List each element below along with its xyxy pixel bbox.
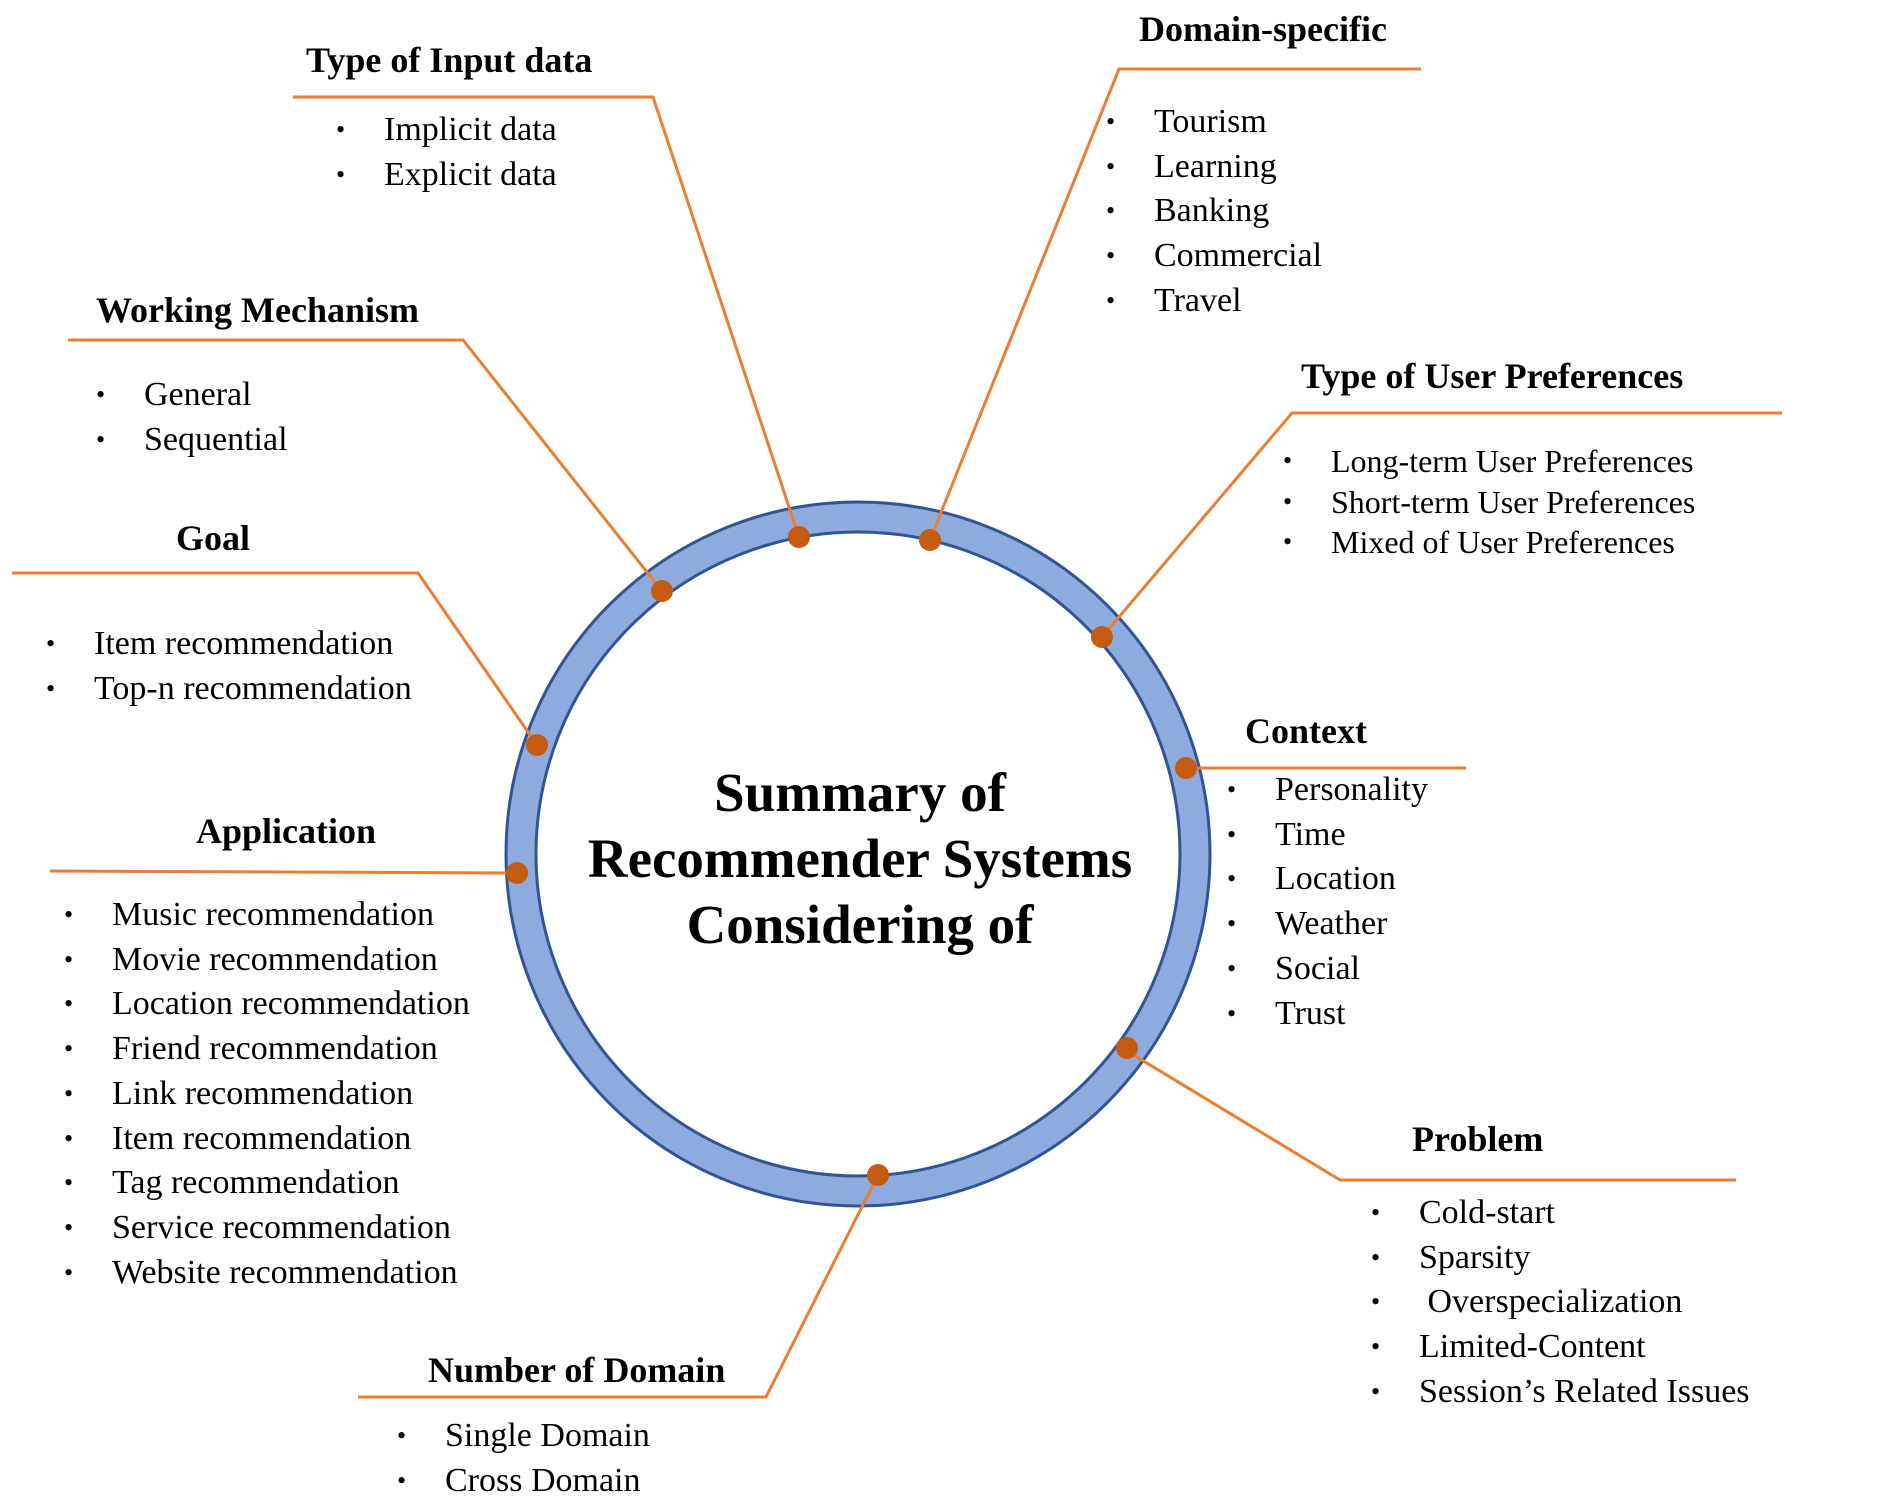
connector-input-data (293, 95, 801, 538)
ring-inner (534, 530, 1182, 1178)
connector-goal (12, 571, 539, 746)
number-of-domain-heading: Number of Domain (428, 1350, 726, 1390)
list-item: Overspecialization (1371, 1280, 1750, 1325)
input-data-list: Implicit data Explicit data (336, 108, 557, 197)
connector-preferences (1100, 411, 1782, 638)
list-item: Session’s Related Issues (1371, 1370, 1750, 1415)
list-item: Link recommendation (64, 1072, 470, 1117)
list-item: Travel (1106, 279, 1322, 324)
user-preferences-list: Long-term User Preferences Short-term Us… (1283, 441, 1695, 563)
center-title: Summary of Recommender Systems Consideri… (535, 760, 1185, 958)
dot-problem (1116, 1037, 1138, 1059)
dot-working (651, 580, 673, 602)
list-item: Implicit data (336, 108, 557, 153)
list-item: Item recommendation (64, 1117, 470, 1162)
list-item: Location recommendation (64, 982, 470, 1027)
list-item: Location (1227, 857, 1428, 902)
list-item: Trust (1227, 992, 1428, 1037)
list-item: Single Domain (397, 1414, 650, 1459)
list-item: General (96, 373, 288, 418)
list-item: Top-n recommendation (46, 667, 412, 712)
user-preferences-heading: Type of User Preferences (1301, 356, 1684, 396)
list-item: Short-term User Preferences (1283, 482, 1695, 523)
list-item: Weather (1227, 902, 1428, 947)
problem-list: Cold-start Sparsity Overspecialization L… (1371, 1191, 1750, 1415)
dot-preferences (1091, 626, 1113, 648)
application-heading: Application (196, 811, 377, 851)
connector-num-domain (358, 1174, 880, 1399)
list-item: Learning (1106, 145, 1322, 190)
goal-heading: Goal (176, 518, 251, 558)
list-item: Sequential (96, 418, 288, 463)
list-item: Tag recommendation (64, 1161, 470, 1206)
list-item: Mixed of User Preferences (1283, 522, 1695, 563)
connector-domain (928, 67, 1421, 541)
list-item: Music recommendation (64, 893, 470, 938)
number-of-domain-list: Single Domain Cross Domain (397, 1414, 650, 1503)
list-item: Movie recommendation (64, 938, 470, 983)
list-item: Banking (1106, 189, 1322, 234)
domain-list: Tourism Learning Banking Commercial Trav… (1106, 100, 1322, 324)
working-mechanism-list: General Sequential (96, 373, 288, 462)
domain-heading: Domain-specific (1139, 9, 1387, 49)
dot-input-data (788, 526, 810, 548)
list-item: Long-term User Preferences (1283, 441, 1695, 482)
working-mechanism-heading: Working Mechanism (96, 290, 420, 330)
connector-application (49, 869, 518, 875)
dot-application (506, 862, 528, 884)
center-title-line-2: Recommender Systems (587, 828, 1133, 889)
context-list: Personality Time Location Weather Social… (1227, 768, 1428, 1036)
dot-domain (919, 529, 941, 551)
center-title-line-3: Considering of (686, 894, 1034, 955)
list-item: Service recommendation (64, 1206, 470, 1251)
list-item: Limited-Content (1371, 1325, 1750, 1370)
dot-context (1175, 757, 1197, 779)
context-heading: Context (1245, 711, 1367, 751)
list-item: Website recommendation (64, 1251, 470, 1296)
goal-list: Item recommendation Top-n recommendation (46, 622, 412, 711)
application-list: Music recommendation Movie recommendatio… (64, 893, 470, 1295)
problem-heading: Problem (1412, 1119, 1544, 1159)
connector-problem (1126, 1049, 1736, 1182)
dot-num-domain (867, 1164, 889, 1186)
input-data-heading: Type of Input data (306, 40, 593, 80)
list-item: Explicit data (336, 153, 557, 198)
list-item: Sparsity (1371, 1236, 1750, 1281)
list-item: Personality (1227, 768, 1428, 813)
list-item: Cross Domain (397, 1459, 650, 1503)
list-item: Social (1227, 947, 1428, 992)
dot-goal (526, 734, 548, 756)
list-item: Commercial (1106, 234, 1322, 279)
list-item: Cold-start (1371, 1191, 1750, 1236)
list-item: Friend recommendation (64, 1027, 470, 1072)
list-item: Item recommendation (46, 622, 412, 667)
list-item: Time (1227, 813, 1428, 858)
connector-working (68, 338, 664, 592)
center-title-line-1: Summary of (714, 762, 1006, 823)
list-item: Tourism (1106, 100, 1322, 145)
